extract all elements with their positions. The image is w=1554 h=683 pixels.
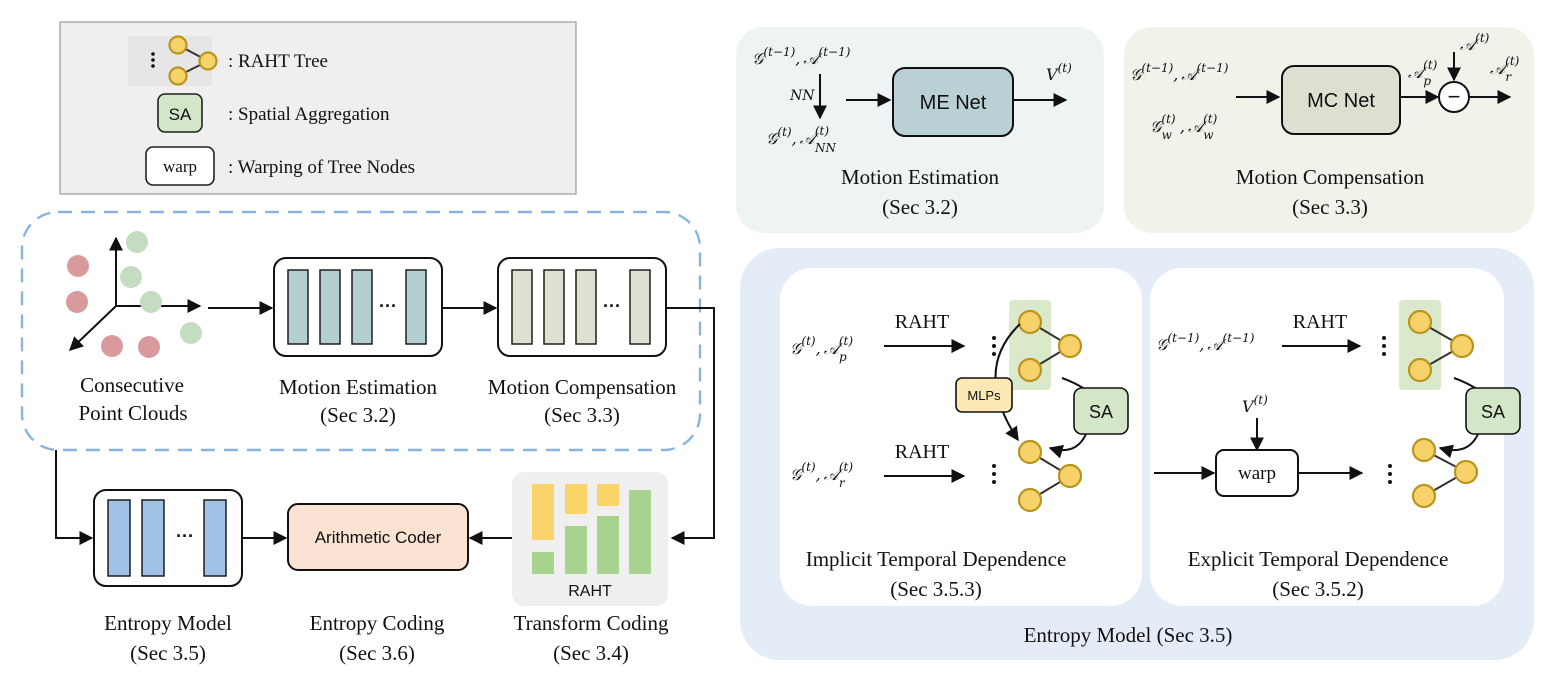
motion-estimation-section: (Sec 3.2)	[320, 403, 396, 427]
motion-estimation-block: ···	[273, 257, 443, 357]
entropy-model-panel: Entropy Model (Sec 3.5) 𝒢(t),𝒜(t)p RAHT …	[740, 248, 1534, 660]
entropy-model-section: (Sec 3.5)	[130, 641, 206, 665]
motion-compensation-section: (Sec 3.3)	[544, 403, 620, 427]
legend-label-warping: : Warping of Tree Nodes	[228, 157, 415, 178]
entropy-coding-label: Entropy Coding	[310, 611, 445, 635]
implicit-title: Implicit Temporal Dependence	[806, 547, 1067, 571]
explicit-tree-top-icon	[1407, 309, 1475, 383]
me-net-label: ME Net	[920, 92, 987, 114]
entropy-model-label: Entropy Model	[104, 611, 232, 635]
mc-input-bottom: 𝒢(t)w,𝒜(t)w	[1150, 112, 1218, 142]
explicit-dependence-panel: 𝒢(t−1),𝒜(t−1) RAHT SA V(t) wa	[1150, 268, 1521, 606]
implicit-sa-label: SA	[1089, 402, 1113, 422]
implicit-input-top: 𝒢(t),𝒜(t)p	[790, 334, 853, 364]
motion-compensation-label: Motion Compensation	[488, 375, 677, 399]
motion-compensation-block: ···	[497, 257, 667, 357]
legend-sa-symbol: SA	[169, 105, 192, 124]
me-net-box	[892, 67, 1014, 137]
mc-input-top: 𝒢(t−1),𝒜(t−1)	[1130, 61, 1229, 84]
me-block-dots: ···	[379, 296, 397, 316]
entropy-panel-caption: Entropy Model (Sec 3.5)	[1024, 623, 1233, 647]
implicit-raht-top: RAHT	[895, 311, 949, 333]
mc-net-box	[1281, 65, 1401, 135]
legend-warp-symbol: warp	[163, 157, 197, 176]
me-input-bottom: 𝒢(t),𝒜(t)NN	[766, 124, 837, 155]
raht-tree-icon	[128, 35, 218, 86]
transform-raht-label: RAHT	[568, 583, 612, 600]
implicit-tree-bottom-icon	[1017, 439, 1083, 513]
me-panel-section: (Sec 3.2)	[882, 195, 958, 219]
mc-panel-title: Motion Compensation	[1236, 165, 1425, 189]
legend-warp-swatch	[145, 146, 215, 186]
arithmetic-coder-label: Arithmetic Coder	[315, 528, 442, 547]
motion-estimation-panel: 𝒢(t−1),𝒜(t−1) NN 𝒢(t),𝒜(t)NN ME Net V(t)…	[736, 27, 1104, 233]
implicit-tree-top-icon	[1017, 309, 1083, 383]
mc-net-label: MC Net	[1307, 90, 1375, 112]
me-nn-label: NN	[789, 88, 815, 104]
explicit-section: (Sec 3.5.2)	[1272, 577, 1364, 601]
transform-coding-label: Transform Coding	[514, 611, 669, 635]
motion-compensation-panel: 𝒢(t−1),𝒜(t−1) 𝒢(t)w,𝒜(t)w MC Net − 𝒜(t)p…	[1124, 27, 1534, 233]
transform-coding-section: (Sec 3.4)	[553, 641, 629, 665]
mc-target-label: 𝒜(t)	[1460, 31, 1490, 54]
legend-sa-swatch	[157, 93, 203, 133]
warp-label: warp	[1238, 463, 1276, 484]
point-clouds-label-2: Point Clouds	[78, 401, 187, 425]
pipeline-dashed-group	[20, 210, 702, 452]
transform-coding-block: RAHT	[512, 472, 668, 606]
point-clouds-label-1: Consecutive	[80, 373, 184, 397]
explicit-raht: RAHT	[1293, 311, 1347, 333]
motion-estimation-label: Motion Estimation	[279, 375, 438, 399]
explicit-sa-box	[1465, 387, 1521, 435]
implicit-dependence-panel: 𝒢(t),𝒜(t)p RAHT MLPs SA 𝒢(t),𝒜(t)r	[780, 268, 1142, 606]
mc-block-dots: ···	[603, 296, 621, 316]
entropy-model-block: ···	[93, 489, 243, 587]
explicit-input-top: 𝒢(t−1),𝒜(t−1)	[1156, 331, 1255, 354]
implicit-section: (Sec 3.5.3)	[890, 577, 982, 601]
em-block-dots: ···	[176, 526, 194, 546]
legend-label-spatial-aggregation: : Spatial Aggregation	[228, 104, 390, 125]
me-input-top: 𝒢(t−1),𝒜(t−1)	[752, 45, 851, 68]
point-cloud-icon	[66, 231, 202, 358]
mlps-label: MLPs	[967, 388, 1001, 403]
mc-residual-label: 𝒜(t)r	[1490, 54, 1520, 84]
implicit-input-bottom: 𝒢(t),𝒜(t)r	[790, 460, 853, 490]
implicit-sa-box	[1073, 387, 1129, 435]
mc-minus-sign: −	[1448, 84, 1461, 109]
mlps-box	[955, 377, 1013, 413]
me-panel-title: Motion Estimation	[841, 165, 1000, 189]
legend: : RAHT Tree SA : Spatial Aggregation war…	[59, 21, 577, 195]
implicit-raht-bottom: RAHT	[895, 441, 949, 463]
mc-panel-section: (Sec 3.3)	[1292, 195, 1368, 219]
me-output: V(t)	[1046, 61, 1072, 84]
explicit-tree-bottom-icon	[1411, 437, 1479, 509]
explicit-sa-label: SA	[1481, 402, 1505, 422]
legend-label-raht-tree: : RAHT Tree	[228, 51, 328, 72]
explicit-title: Explicit Temporal Dependence	[1188, 547, 1449, 571]
arithmetic-coder-box	[287, 503, 469, 571]
mc-pred-label: 𝒜(t)p	[1408, 58, 1438, 88]
explicit-v-label: V(t)	[1242, 393, 1268, 416]
entropy-coding-section: (Sec 3.6)	[339, 641, 415, 665]
